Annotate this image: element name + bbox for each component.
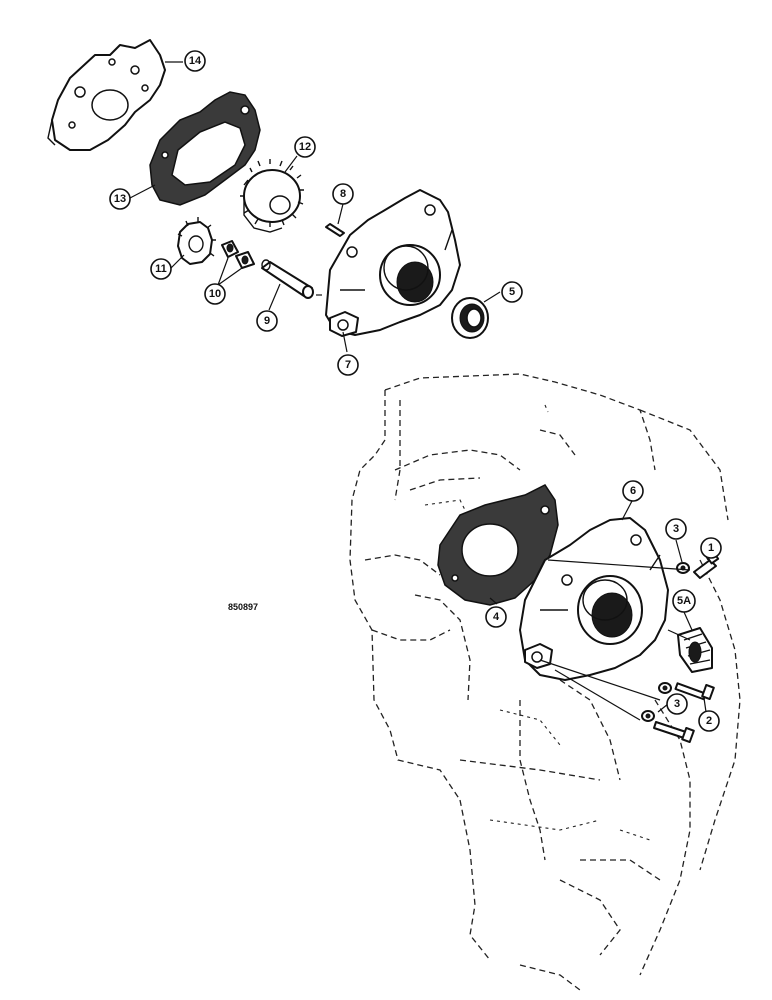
callout-label: 9 xyxy=(264,315,270,327)
callout-label: 14 xyxy=(189,55,202,67)
callout-label: 1 xyxy=(708,542,714,554)
callout-label: 3 xyxy=(673,523,679,535)
callout-11: 11 xyxy=(150,258,172,280)
callout-label: 7 xyxy=(345,359,351,371)
callout-6: 6 xyxy=(622,480,644,502)
callout-12: 12 xyxy=(294,136,316,158)
callout-label: 12 xyxy=(299,141,311,153)
pump-cover-plate xyxy=(47,39,166,151)
callout-label: 10 xyxy=(209,288,221,300)
callout-3-upper: 3 xyxy=(665,518,687,540)
splined-drive-hub xyxy=(677,627,713,673)
transmission-housing-outline xyxy=(349,373,741,991)
callout-label: 4 xyxy=(493,611,500,623)
large-pump-gear xyxy=(240,159,304,233)
callout-1: 1 xyxy=(700,537,722,559)
callout-5: 5 xyxy=(501,281,523,303)
callout-label: 2 xyxy=(706,715,712,727)
callout-label: 3 xyxy=(674,698,680,710)
callout-13: 13 xyxy=(109,188,131,210)
callout-10: 10 xyxy=(204,283,226,305)
mounting-gasket xyxy=(437,484,559,606)
callout-9: 9 xyxy=(256,310,278,332)
capscrews xyxy=(653,549,720,744)
pump-body-upper xyxy=(316,189,461,337)
cover-gasket xyxy=(149,91,261,206)
callout-4: 4 xyxy=(485,606,507,628)
drawing-code: 850897 xyxy=(228,602,258,612)
washers xyxy=(641,562,690,722)
dowel-pin xyxy=(325,223,345,237)
callout-label: 8 xyxy=(340,188,346,200)
callout-label: 6 xyxy=(630,485,636,497)
pump-body-lower xyxy=(519,517,669,681)
callout-label: 11 xyxy=(155,263,167,275)
callout-2: 2 xyxy=(698,710,720,732)
callout-3-lower: 3 xyxy=(666,693,688,715)
callout-5a: 5A xyxy=(672,589,696,613)
callout-7: 7 xyxy=(337,354,359,376)
idler-shaft xyxy=(261,259,314,299)
callout-14: 14 xyxy=(184,50,206,72)
oil-seal xyxy=(451,297,489,339)
callout-8: 8 xyxy=(332,183,354,205)
callout-label: 5A xyxy=(677,595,691,607)
callout-label: 5 xyxy=(509,286,515,298)
small-pump-gear xyxy=(177,217,216,265)
alignment-lines xyxy=(539,559,691,721)
callout-label: 13 xyxy=(114,193,126,205)
needle-bushings xyxy=(221,240,255,269)
